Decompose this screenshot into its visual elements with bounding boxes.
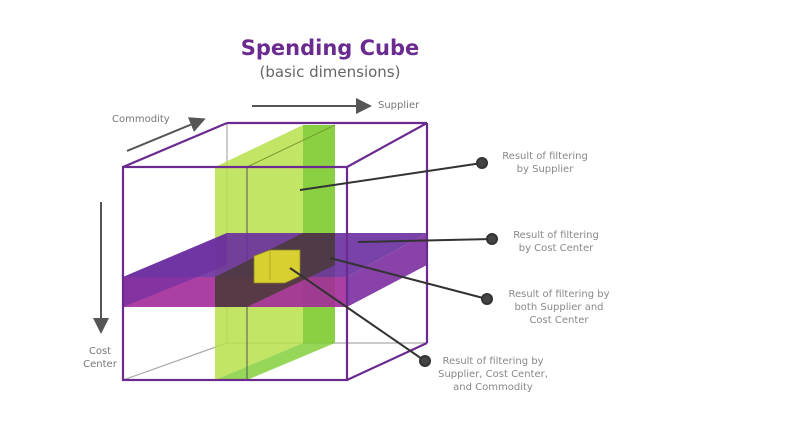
callout-cost-center: Result of filtering by Cost Center: [501, 229, 611, 255]
cost-center-label-line: Center: [83, 359, 117, 370]
commodity-axis-label: Commodity: [112, 114, 170, 125]
cost-center-label-line: Cost: [88, 346, 112, 357]
diagram-title: Spending Cube: [240, 36, 420, 60]
callout-line: Result of filtering: [513, 230, 599, 241]
commodity-arrow: [126, 117, 206, 152]
cost-center-axis-label: Cost Center: [82, 345, 118, 371]
callout-dot: [476, 157, 488, 169]
callout-supplier: Result of filtering by Supplier: [490, 150, 600, 176]
callout-dot: [419, 355, 431, 367]
callout-line: Result of filtering by: [508, 289, 610, 300]
callout-all-dimensions: Result of filtering by Supplier, Cost Ce…: [428, 355, 558, 394]
supplier-axis-label: Supplier: [378, 100, 420, 111]
callout-line: by Supplier: [516, 164, 574, 175]
callout-supplier-cost-center: Result of filtering by both Supplier and…: [494, 288, 624, 327]
callout-line: both Supplier and: [514, 302, 604, 313]
callout-line: and Commodity: [453, 382, 533, 393]
callout-dot: [486, 233, 498, 245]
callout-line: Result of filtering by: [442, 356, 544, 367]
cube-front-edges: [121, 121, 429, 382]
callout-dot: [481, 293, 493, 305]
callout-line: Cost Center: [529, 315, 589, 326]
diagram-subtitle: (basic dimensions): [259, 63, 401, 81]
callout-line: Result of filtering: [502, 151, 588, 162]
callout-leaders: [289, 157, 498, 367]
callout-line: Supplier, Cost Center,: [438, 369, 548, 380]
commodity-cell: [253, 249, 301, 284]
callout-line: by Cost Center: [518, 243, 594, 254]
